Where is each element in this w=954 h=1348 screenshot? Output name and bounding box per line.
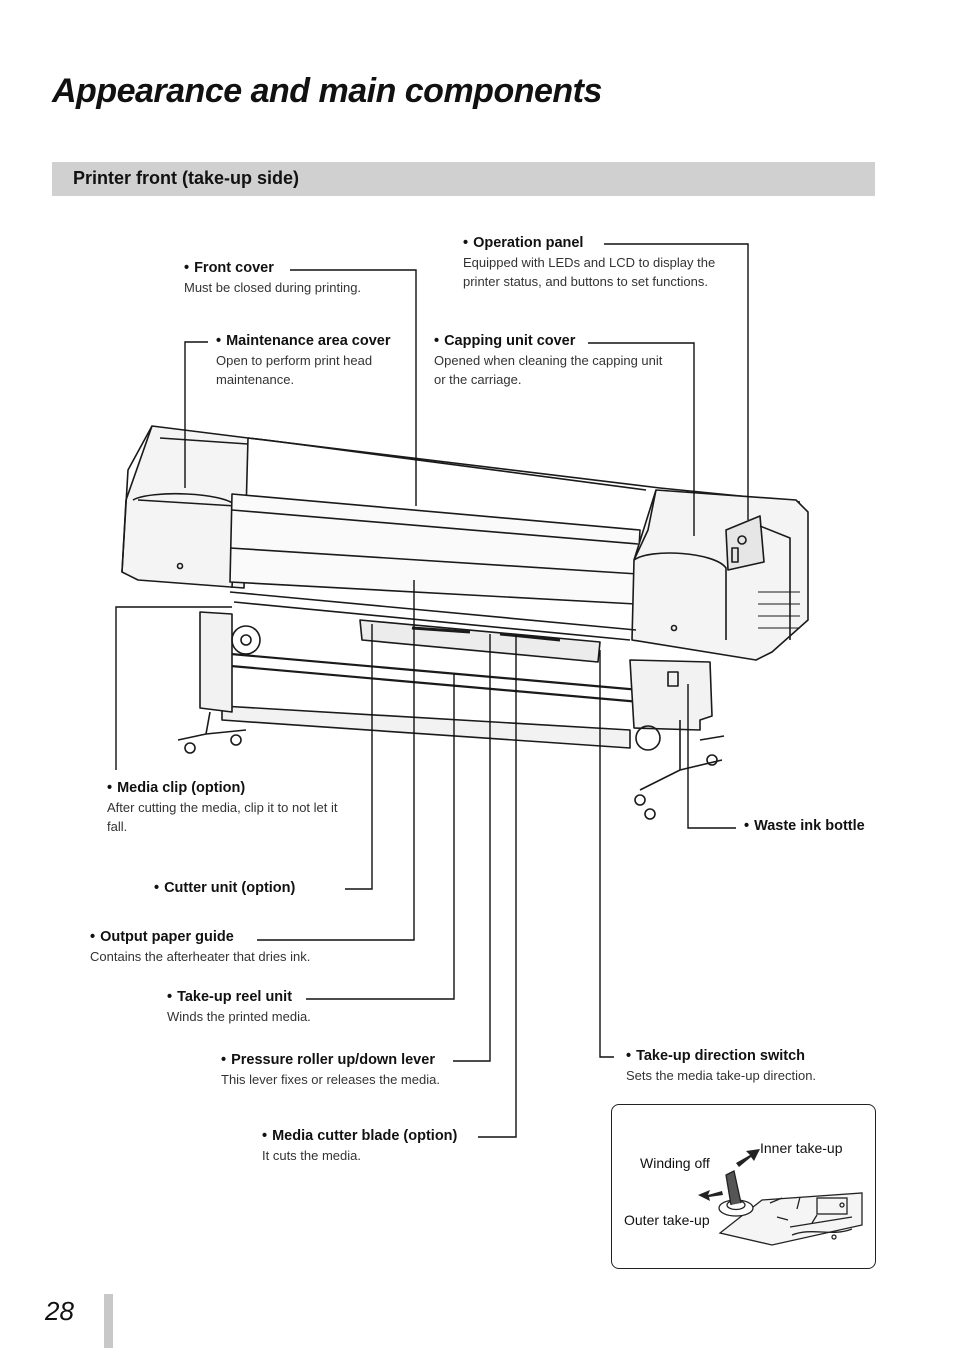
take-up-reel-unit-desc: Winds the printed media. <box>167 1009 311 1024</box>
media-clip-name: Media clip (option) <box>107 780 347 796</box>
page-rule <box>104 1294 113 1348</box>
arrow-outer-icon <box>698 1190 723 1201</box>
output-paper-guide-name: Output paper guide <box>90 929 350 945</box>
front-cover-desc: Must be closed during printing. <box>184 280 362 295</box>
operation-panel-name: Operation panel <box>463 235 723 251</box>
label-output-paper-guide: Output paper guide Contains the afterhea… <box>90 929 350 967</box>
label-take-up-reel-unit: Take-up reel unit Winds the printed medi… <box>167 989 367 1027</box>
operation-panel-desc: Equipped with LEDs and LCD to display th… <box>463 255 716 289</box>
section-title: Printer front (take-up side) <box>73 168 300 188</box>
pressure-roller-lever-name: Pressure roller up/down lever <box>221 1052 481 1068</box>
arrow-inner-icon <box>736 1149 760 1167</box>
winding-off-label: Winding off <box>640 1155 710 1171</box>
label-take-up-direction-switch: Take-up direction switch Sets the media … <box>626 1048 866 1086</box>
label-pressure-roller-lever: Pressure roller up/down lever This lever… <box>221 1052 481 1090</box>
capping-unit-cover-name: Capping unit cover <box>434 333 674 349</box>
label-maintenance-area-cover: Maintenance area cover Open to perform p… <box>216 333 421 389</box>
take-up-reel-unit-name: Take-up reel unit <box>167 989 367 1005</box>
waste-ink-bottle-name: Waste ink bottle <box>744 818 865 834</box>
front-cover-name: Front cover <box>184 260 414 276</box>
outer-take-up-label: Outer take-up <box>624 1212 710 1228</box>
maintenance-area-cover-name: Maintenance area cover <box>216 333 421 349</box>
media-cutter-blade-name: Media cutter blade (option) <box>262 1128 482 1144</box>
capping-unit-cover-desc: Opened when cleaning the capping unit or… <box>434 353 663 387</box>
label-front-cover: Front cover Must be closed during printi… <box>184 260 414 298</box>
take-up-direction-switch-desc: Sets the media take-up direction. <box>626 1068 817 1083</box>
page-title: Appearance and main components <box>52 72 602 110</box>
label-waste-ink-bottle: Waste ink bottle <box>744 818 865 834</box>
section-header: Printer front (take-up side) <box>52 162 875 196</box>
media-cutter-blade-desc: It cuts the media. <box>262 1148 361 1163</box>
label-media-clip: Media clip (option) After cutting the me… <box>107 780 347 836</box>
printer-illustration <box>121 425 809 820</box>
take-up-direction-switch-name: Take-up direction switch <box>626 1048 866 1064</box>
maintenance-area-cover-desc: Open to perform print head maintenance. <box>216 353 373 387</box>
output-paper-guide-desc: Contains the afterheater that dries ink. <box>90 949 311 964</box>
inner-take-up-label: Inner take-up <box>760 1140 843 1156</box>
label-capping-unit-cover: Capping unit cover Opened when cleaning … <box>434 333 674 389</box>
switch-detail-box: Winding off Inner take-up Outer take-up <box>611 1104 876 1269</box>
label-media-cutter-blade: Media cutter blade (option) It cuts the … <box>262 1128 482 1166</box>
leader-lines <box>115 243 749 1138</box>
media-clip-desc: After cutting the media, clip it to not … <box>107 800 338 834</box>
pressure-roller-lever-desc: This lever fixes or releases the media. <box>221 1072 440 1087</box>
switch-illustration <box>698 1149 863 1246</box>
page-number: 28 <box>45 1296 74 1326</box>
cutter-unit-name: Cutter unit (option) <box>154 880 295 896</box>
label-cutter-unit: Cutter unit (option) <box>154 880 295 896</box>
label-operation-panel: Operation panel Equipped with LEDs and L… <box>463 235 723 291</box>
